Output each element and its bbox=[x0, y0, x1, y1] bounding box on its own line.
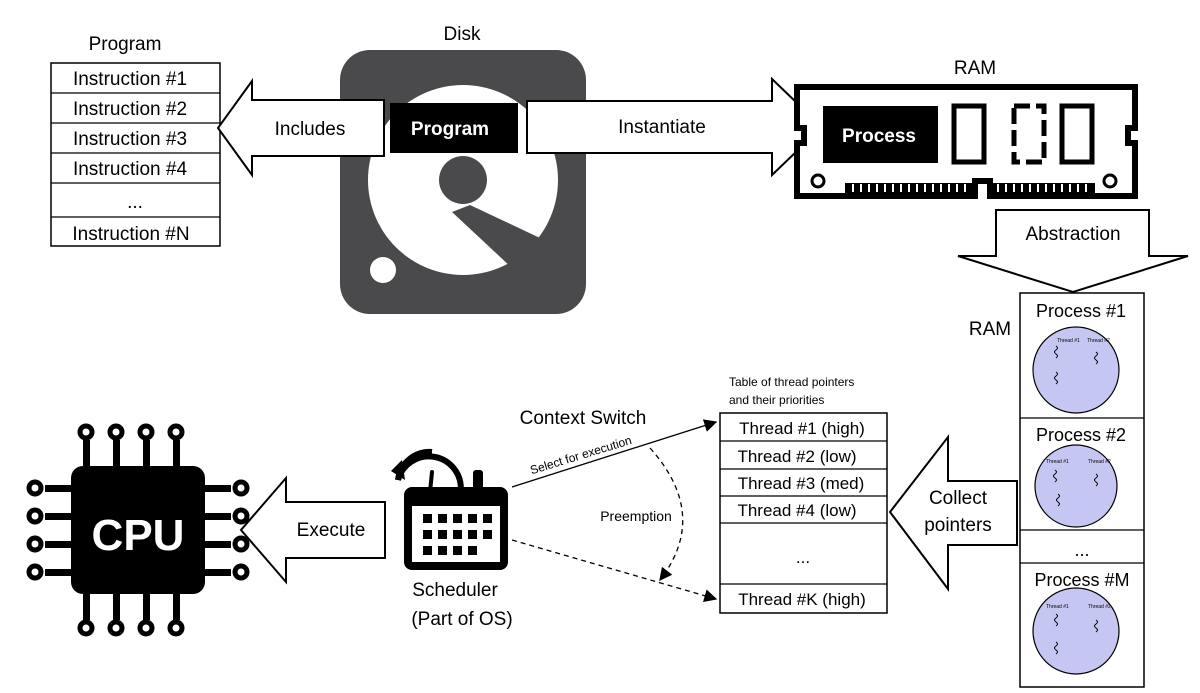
includes-label: Includes bbox=[275, 119, 346, 140]
process-1-thread-tag-2: Thread #2 bbox=[1087, 338, 1110, 344]
abstraction-label: Abstraction bbox=[1025, 224, 1120, 245]
collect-pointers-arrow: Collect pointers bbox=[888, 434, 1018, 592]
select-arrow bbox=[511, 419, 718, 488]
ram-process-column: Process #1 Thread #1 Thread #2 Process #… bbox=[1019, 292, 1145, 688]
instruction-3: Instruction #3 bbox=[73, 129, 187, 150]
scheduler-name-line1: Scheduler bbox=[412, 580, 498, 601]
thread-table: Thread #1 (high) Thread #2 (low) Thread … bbox=[719, 412, 888, 614]
disk-icon bbox=[340, 50, 586, 314]
thread-row-3: Thread #3 (med) bbox=[738, 474, 865, 493]
thread-row-ellipsis: ... bbox=[796, 548, 810, 567]
includes-arrow: Includes bbox=[216, 77, 385, 179]
cpu-icon bbox=[26, 423, 250, 637]
instantiate-arrow: Instantiate bbox=[526, 76, 824, 178]
scheduler-icon bbox=[391, 448, 508, 570]
disk-program-label: Program bbox=[411, 119, 489, 140]
instruction-4: Instruction #4 bbox=[73, 159, 187, 180]
instruction-1: Instruction #1 bbox=[73, 69, 187, 90]
process-m-label: Process #M bbox=[1034, 570, 1129, 590]
process-m-thread-tag-1: Thread #1 bbox=[1046, 604, 1069, 610]
disk-program-badge bbox=[390, 103, 518, 153]
process-1-label: Process #1 bbox=[1036, 301, 1126, 321]
execute-arrow: Execute bbox=[239, 475, 386, 585]
collect-label-line2: pointers bbox=[924, 515, 992, 536]
ram-stick-icon bbox=[794, 84, 1138, 199]
ram-side-label: RAM bbox=[969, 319, 1011, 340]
instruction-ellipsis: ... bbox=[127, 192, 143, 213]
ram-top-title: RAM bbox=[954, 58, 996, 79]
thread-table-caption-1: Table of thread pointers bbox=[729, 375, 854, 389]
ram-process-label: Process bbox=[842, 126, 916, 147]
preempted-select-arrow bbox=[511, 539, 718, 602]
select-for-execution-label: Select for execution bbox=[528, 433, 633, 477]
execute-label: Execute bbox=[297, 520, 366, 541]
thread-row-k: Thread #K (high) bbox=[738, 590, 866, 609]
instruction-n: Instruction #N bbox=[72, 224, 189, 245]
thread-table-caption-2: and their priorities bbox=[729, 393, 824, 407]
process-ellipsis: ... bbox=[1074, 540, 1089, 560]
preemption-arrow bbox=[649, 447, 684, 582]
thread-row-1: Thread #1 (high) bbox=[739, 419, 865, 438]
process-2-thread-tag-1: Thread #1 bbox=[1046, 459, 1069, 465]
process-m-circle bbox=[1032, 587, 1120, 675]
instruction-list: Instruction #1 Instruction #2 Instructio… bbox=[50, 62, 221, 247]
thread-row-2: Thread #2 (low) bbox=[737, 447, 856, 466]
disk-title: Disk bbox=[444, 24, 481, 45]
context-switch-label: Context Switch bbox=[520, 408, 647, 429]
scheduler-name-line2: (Part of OS) bbox=[411, 609, 512, 630]
instruction-2: Instruction #2 bbox=[73, 99, 187, 120]
process-2-thread-tag-2: Thread #2 bbox=[1088, 459, 1111, 465]
process-m-thread-tag-2: Thread #2 bbox=[1088, 604, 1111, 610]
abstraction-arrow: Abstraction bbox=[957, 209, 1189, 294]
process-2-circle bbox=[1034, 444, 1118, 528]
instantiate-label: Instantiate bbox=[618, 117, 706, 138]
collect-label-line1: Collect bbox=[929, 488, 988, 509]
thread-row-4: Thread #4 (low) bbox=[737, 501, 856, 520]
preemption-label: Preemption bbox=[600, 508, 672, 524]
program-list-title: Program bbox=[89, 34, 162, 55]
process-1-circle bbox=[1032, 326, 1120, 414]
process-2-label: Process #2 bbox=[1036, 425, 1126, 445]
cpu-label: CPU bbox=[92, 511, 185, 560]
process-1-thread-tag-1: Thread #1 bbox=[1057, 338, 1080, 344]
